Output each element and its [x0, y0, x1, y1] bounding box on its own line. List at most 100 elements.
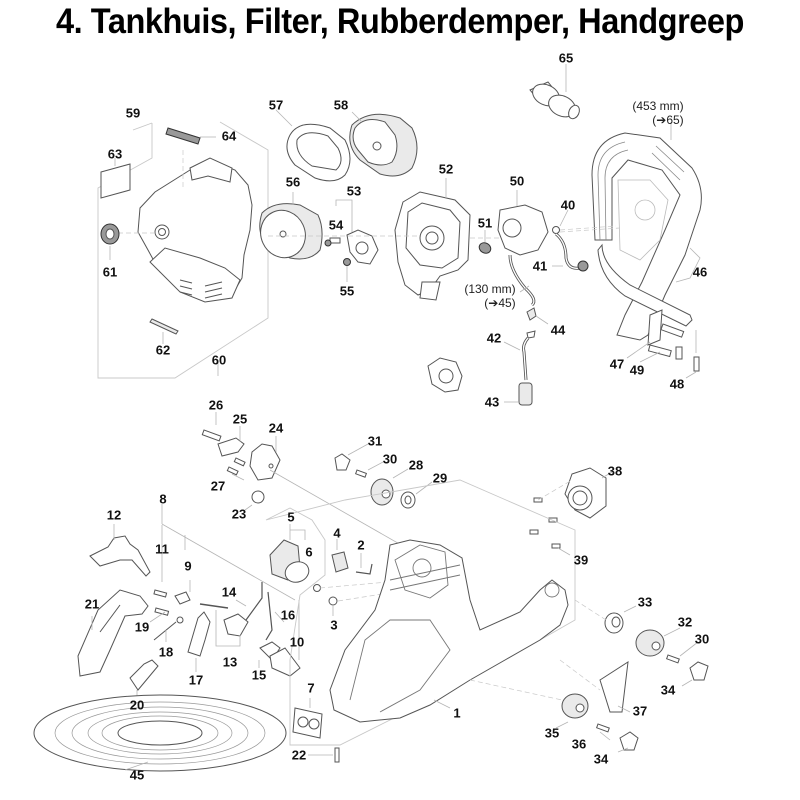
- front-handle-part: [591, 122, 702, 341]
- damper-parts-upper: [334, 443, 433, 509]
- callout-63: 63: [107, 146, 123, 162]
- air-filter-inner-part: [259, 192, 323, 260]
- note-hose-length: (130 mm) (➔45): [464, 282, 516, 311]
- callout-35: 35: [544, 725, 560, 741]
- callout-21: 21: [84, 596, 100, 612]
- callout-4: 4: [333, 525, 341, 541]
- callout-16: 16: [280, 607, 296, 623]
- throttle-rods-part: [199, 582, 301, 677]
- bottom-screw-part: [308, 747, 340, 763]
- warning-label-part: [292, 698, 323, 739]
- callout-46: 46: [692, 264, 708, 280]
- handle-clamp-parts: [626, 309, 700, 379]
- chain-catcher-parts: [201, 412, 245, 457]
- small-throttle-parts: [149, 580, 191, 642]
- intake-boot-part: [427, 357, 463, 393]
- clip-part: [355, 553, 373, 575]
- callout-48: 48: [669, 376, 685, 392]
- callout-13: 13: [222, 654, 238, 670]
- note-handle-length-line2: (➔65): [652, 113, 684, 127]
- carburetor-part: [470, 190, 549, 256]
- fuel-hose-part: [503, 330, 536, 381]
- callout-56: 56: [285, 174, 301, 190]
- prefilter-part: [275, 109, 351, 182]
- fuel-fitting-part: [526, 307, 549, 325]
- tank-housing-part: [329, 539, 569, 723]
- note-hose-length-line1: (130 mm): [464, 282, 516, 297]
- callout-27: 27: [210, 478, 226, 494]
- handle-engine-background: [559, 179, 669, 261]
- callout-30-upper: 30: [382, 451, 398, 467]
- callout-62: 62: [155, 342, 171, 358]
- damper-parts-right: [469, 599, 709, 753]
- callout-17: 17: [188, 672, 204, 688]
- callout-57: 57: [268, 97, 284, 113]
- callout-40: 40: [560, 197, 576, 213]
- callout-23: 23: [231, 506, 247, 522]
- oil-pump-group-frame: [265, 479, 576, 746]
- sound-mat-part: [33, 694, 287, 772]
- callout-55: 55: [339, 283, 355, 299]
- air-cover-group-frame: [97, 121, 269, 379]
- callout-8: 8: [159, 491, 167, 507]
- callout-37: 37: [632, 703, 648, 719]
- callout-47: 47: [609, 356, 625, 372]
- brand-badge-part: [165, 127, 216, 145]
- callout-64: 64: [221, 128, 237, 144]
- callout-7: 7: [307, 680, 315, 696]
- handle-grip-part: [529, 64, 580, 120]
- callout-19: 19: [134, 619, 150, 635]
- callout-34-lower: 34: [593, 751, 609, 767]
- callout-10: 10: [289, 634, 305, 650]
- label-sticker-part: [100, 158, 131, 199]
- note-hose-length-line2: (➔45): [484, 296, 516, 310]
- callout-1: 1: [453, 705, 461, 721]
- callout-60: 60: [211, 352, 227, 368]
- oil-cap-part: [331, 539, 349, 573]
- callout-43: 43: [484, 394, 500, 410]
- callout-50: 50: [509, 173, 525, 189]
- throttle-lockout-part: [129, 659, 159, 698]
- callout-45: 45: [129, 767, 145, 783]
- fuel-line-part: [552, 209, 617, 272]
- callout-44: 44: [550, 322, 566, 338]
- diagram-title: 4. Tankhuis, Filter, Rubberdemper, Handg…: [56, 2, 744, 41]
- callout-22: 22: [291, 747, 307, 763]
- callout-29: 29: [432, 470, 448, 486]
- callout-51: 51: [477, 215, 493, 231]
- callout-24: 24: [268, 420, 284, 436]
- cap-screws-part: [226, 457, 246, 481]
- callout-3: 3: [330, 617, 338, 633]
- callout-54: 54: [328, 217, 344, 233]
- cover-cap-part: [249, 436, 411, 551]
- callout-39: 39: [573, 552, 589, 568]
- callout-31: 31: [367, 433, 383, 449]
- callout-20: 20: [129, 697, 145, 713]
- impulse-hose-part: [508, 254, 536, 307]
- cover-strip-part: [149, 318, 179, 344]
- note-handle-length-line1: (453 mm): [632, 99, 684, 114]
- callout-65: 65: [558, 50, 574, 66]
- callout-9: 9: [184, 558, 192, 574]
- throttle-group-frame: [161, 504, 300, 660]
- callout-49: 49: [629, 362, 645, 378]
- callout-11: 11: [155, 541, 169, 557]
- filter-holder-part: [268, 199, 420, 282]
- callout-6: 6: [305, 544, 313, 560]
- callout-38: 38: [607, 463, 623, 479]
- air-filter-outer-part: [349, 111, 418, 177]
- callout-52: 52: [438, 161, 454, 177]
- rear-cover-part: [529, 467, 613, 556]
- callout-25: 25: [232, 411, 248, 427]
- callout-34-upper: 34: [660, 682, 676, 698]
- callout-5: 5: [287, 509, 295, 525]
- cover-knob-part: [100, 223, 120, 260]
- callout-18: 18: [158, 644, 174, 660]
- callout-15: 15: [251, 667, 267, 683]
- air-filter-cover-part: [118, 150, 253, 303]
- callout-42: 42: [486, 330, 502, 346]
- callout-36: 36: [571, 736, 587, 752]
- callout-33: 33: [637, 594, 653, 610]
- plug-part: [244, 490, 265, 511]
